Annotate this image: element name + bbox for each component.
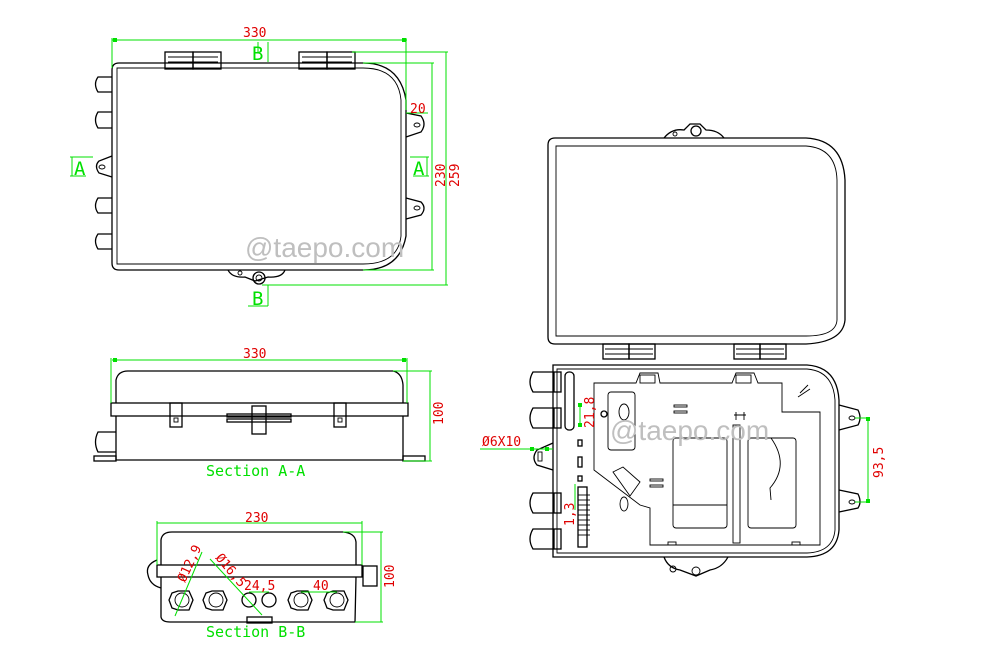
section-mark-a-left: A <box>74 158 86 180</box>
dim-bb-pitch-large: 40 <box>313 579 329 594</box>
dim-bb-width: 230 <box>245 511 268 526</box>
section-aa-view: 330 100 Section A-A <box>93 347 447 480</box>
top-view: 330 20 230 259 A A B B @taepo.com <box>70 26 463 310</box>
glands-row <box>168 590 349 611</box>
dim-spacing-b: 1,3 <box>563 503 578 526</box>
section-aa-label: Section A-A <box>206 462 305 480</box>
dim-bb-height: 100 <box>383 565 398 588</box>
dim-spacing-a: 21,8 <box>583 397 598 428</box>
section-mark-b-top: B <box>252 43 263 65</box>
dim-top-height-inner: 230 <box>434 164 449 187</box>
dim-hole: Ø6X10 <box>482 435 521 450</box>
dim-aa-height: 100 <box>432 402 447 425</box>
section-mark-b-bottom: B <box>252 288 263 310</box>
dim-top-width: 330 <box>243 26 266 41</box>
watermark-2: @taepo.com <box>610 415 769 446</box>
watermark: @taepo.com <box>245 232 404 263</box>
dim-top-height-total: 259 <box>448 164 463 187</box>
dim-ear: 20 <box>410 102 426 117</box>
section-mark-a-right: A <box>413 158 425 180</box>
dim-mount-spacing: 93,5 <box>872 447 887 478</box>
open-view-base: 21,8 Ø6X10 1,3 93,5 @taepo.com <box>480 364 887 577</box>
dim-aa-width: 330 <box>243 347 266 362</box>
dim-bb-dia-small: Ø12,9 <box>175 543 205 585</box>
dim-bb-pitch-small: 24,5 <box>244 579 275 594</box>
section-bb-label: Section B-B <box>206 623 305 641</box>
section-bb-view: 230 100 Ø12,9 Ø16,5 24,5 40 Section B-B <box>146 511 398 641</box>
open-view-lid <box>547 123 846 360</box>
